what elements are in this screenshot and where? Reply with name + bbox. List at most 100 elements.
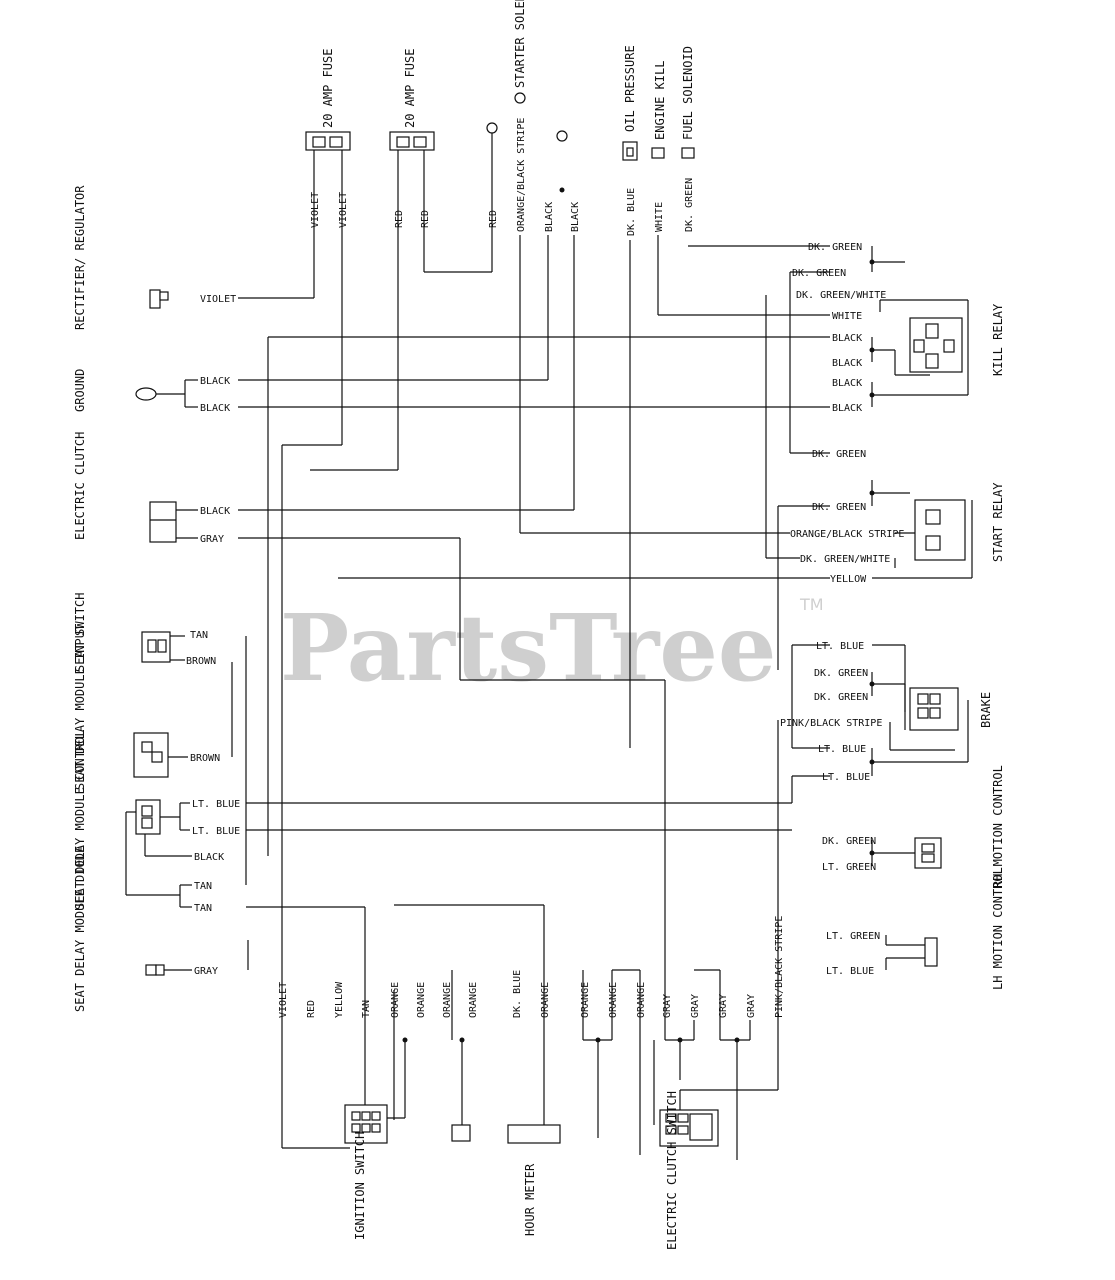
wire-right-black4: BLACK bbox=[832, 403, 862, 414]
wire-left-gray2: GRAY bbox=[194, 966, 218, 977]
seat-switch-symbol bbox=[141, 631, 185, 663]
wire-bottom-orange5: ORANGE bbox=[540, 982, 551, 1018]
start-relay-symbol bbox=[914, 499, 966, 561]
wire-right-lt-blue2: LT. BLUE bbox=[818, 744, 866, 755]
wire-bottom-gray4: GRAY bbox=[746, 994, 757, 1018]
wire-top-orange-black: ORANGE/BLACK STRIPE bbox=[516, 118, 527, 232]
wire-top-white: WHITE bbox=[654, 202, 665, 232]
wire-right-dk-green5: DK. GREEN bbox=[814, 668, 868, 679]
wire-right-lt-blue4: LT. BLUE bbox=[826, 966, 874, 977]
junctions bbox=[402, 187, 875, 1043]
label-seat-switch: SEAT SWITCH bbox=[73, 593, 87, 672]
wire-left-lt-blue2: LT. BLUE bbox=[192, 826, 240, 837]
wire-right-dk-green-white2: DK. GREEN/WHITE bbox=[800, 554, 890, 565]
engine-kill-symbol bbox=[651, 147, 665, 159]
fuse-holder-symbol bbox=[451, 1124, 471, 1142]
wire-bottom-orange2: ORANGE bbox=[416, 982, 427, 1018]
wire-right-dk-green4: DK. GREEN bbox=[812, 502, 866, 513]
label-seat-relay-control: SEAT DELAY MODULE CONTROL bbox=[73, 729, 87, 910]
label-hour-meter: HOUR METER bbox=[523, 1163, 537, 1236]
label-brake: BRAKE bbox=[979, 692, 993, 728]
seat-relay-control-symbol bbox=[125, 799, 192, 908]
wire-right-dk-green6: DK. GREEN bbox=[814, 692, 868, 703]
wire-left-violet: VIOLET bbox=[200, 294, 236, 305]
wire-left-gray1: GRAY bbox=[200, 534, 224, 545]
rh-motion-symbol bbox=[914, 837, 942, 869]
hour-meter-symbol bbox=[507, 1124, 561, 1144]
wire-bottom-pink-black: PINK/BLACK STRIPE bbox=[774, 916, 785, 1018]
wire-bottom-orange1: ORANGE bbox=[390, 982, 401, 1018]
wire-bottom-orange6: ORANGE bbox=[580, 982, 591, 1018]
label-kill-relay: KILL RELAY bbox=[991, 303, 1005, 376]
starter-solenoid-symbol bbox=[486, 92, 568, 150]
wires bbox=[231, 150, 973, 1160]
ground-symbol bbox=[135, 379, 198, 408]
wire-right-lt-blue3: LT. BLUE bbox=[822, 772, 870, 783]
wire-bottom-dk-blue: DK. BLUE bbox=[512, 970, 523, 1018]
label-rh-motion: RH MOTION CONTROL bbox=[991, 765, 1005, 888]
wire-bottom-gray1: GRAY bbox=[662, 994, 673, 1018]
wire-right-lt-green1: LT. GREEN bbox=[822, 862, 876, 873]
wire-bottom-orange8: ORANGE bbox=[636, 982, 647, 1018]
label-clutch-switch: ELECTRIC CLUTCH SWITCH bbox=[665, 1091, 679, 1250]
wire-top-dk-blue: DK. BLUE bbox=[626, 188, 637, 236]
label-ground: GROUND bbox=[73, 369, 87, 412]
wire-right-lt-blue1: LT. BLUE bbox=[816, 641, 864, 652]
fuel-solenoid-symbol bbox=[681, 147, 695, 159]
wire-right-dk-green3: DK. GREEN bbox=[812, 449, 866, 460]
wire-right-orange-black: ORANGE/BLACK STRIPE bbox=[790, 529, 904, 540]
wire-left-brown1: BROWN bbox=[186, 656, 216, 667]
wire-left-black4: BLACK bbox=[194, 852, 224, 863]
label-ignition: IGNITION SWITCH bbox=[353, 1132, 367, 1240]
label-lh-motion: LH MOTION CONTROL bbox=[991, 867, 1005, 990]
seat-diode-symbol bbox=[145, 964, 192, 976]
label-seat-relay-input: SEAT DELAY MODULE INPUT bbox=[73, 624, 87, 790]
rectifier-symbol bbox=[149, 289, 169, 309]
wire-left-tan2: TAN bbox=[194, 881, 212, 892]
wire-top-black1: BLACK bbox=[544, 202, 555, 232]
wire-top-violet1: VIOLET bbox=[310, 192, 321, 228]
wire-top-red2: RED bbox=[420, 210, 431, 228]
wire-right-dk-green7: DK. GREEN bbox=[822, 836, 876, 847]
wire-top-violet2: VIOLET bbox=[338, 192, 349, 228]
wire-left-tan3: TAN bbox=[194, 903, 212, 914]
ignition-switch-symbol bbox=[344, 1104, 388, 1144]
wire-right-yellow: YELLOW bbox=[830, 574, 867, 585]
wire-top-red3: RED bbox=[488, 210, 499, 228]
wire-right-dk-green1: DK. GREEN bbox=[808, 242, 862, 253]
wire-right-black3: BLACK bbox=[832, 378, 862, 389]
wire-bottom-yellow: YELLOW bbox=[334, 981, 345, 1018]
fuse2-symbol bbox=[389, 131, 435, 151]
lh-motion-symbol bbox=[924, 937, 938, 967]
label-fuel: FUEL SOLENOID bbox=[681, 46, 695, 140]
wire-left-black1: BLACK bbox=[200, 376, 230, 387]
wire-left-black2: BLACK bbox=[200, 403, 230, 414]
wire-left-brown2: BROWN bbox=[190, 753, 220, 764]
wire-left-black3: BLACK bbox=[200, 506, 230, 517]
seat-relay-input-symbol bbox=[133, 732, 188, 778]
oil-pressure-symbol bbox=[622, 141, 638, 161]
wire-left-lt-blue1: LT. BLUE bbox=[192, 799, 240, 810]
label-oil: OIL PRESSURE bbox=[623, 45, 637, 132]
fuse-symbol bbox=[305, 131, 351, 151]
watermark-tm: TM bbox=[799, 595, 824, 614]
wire-top-dk-green: DK. GREEN bbox=[684, 178, 695, 232]
wire-bottom-violet: VIOLET bbox=[278, 982, 289, 1018]
label-starter: STARTER SOLENOID bbox=[513, 0, 527, 88]
wire-bottom-red: RED bbox=[306, 1000, 317, 1018]
label-fuse: 20 AMP FUSE bbox=[321, 49, 335, 128]
wire-top-red1: RED bbox=[394, 210, 405, 228]
wire-left-tan1: TAN bbox=[190, 630, 208, 641]
wire-right-dk-green-white1: DK. GREEN/WHITE bbox=[796, 290, 886, 301]
label-start-relay: START RELAY bbox=[991, 482, 1005, 562]
clutch-switch-symbol bbox=[659, 1109, 719, 1147]
brake-symbol bbox=[909, 687, 959, 731]
wire-right-black1: BLACK bbox=[832, 333, 862, 344]
wire-top-black2: BLACK bbox=[570, 202, 581, 232]
kill-relay-symbol bbox=[879, 300, 963, 373]
wire-right-black2: BLACK bbox=[832, 358, 862, 369]
clutch-symbol bbox=[149, 501, 198, 543]
wire-bottom-gray3: GRAY bbox=[718, 994, 729, 1018]
wire-bottom-orange4: ORANGE bbox=[468, 982, 479, 1018]
